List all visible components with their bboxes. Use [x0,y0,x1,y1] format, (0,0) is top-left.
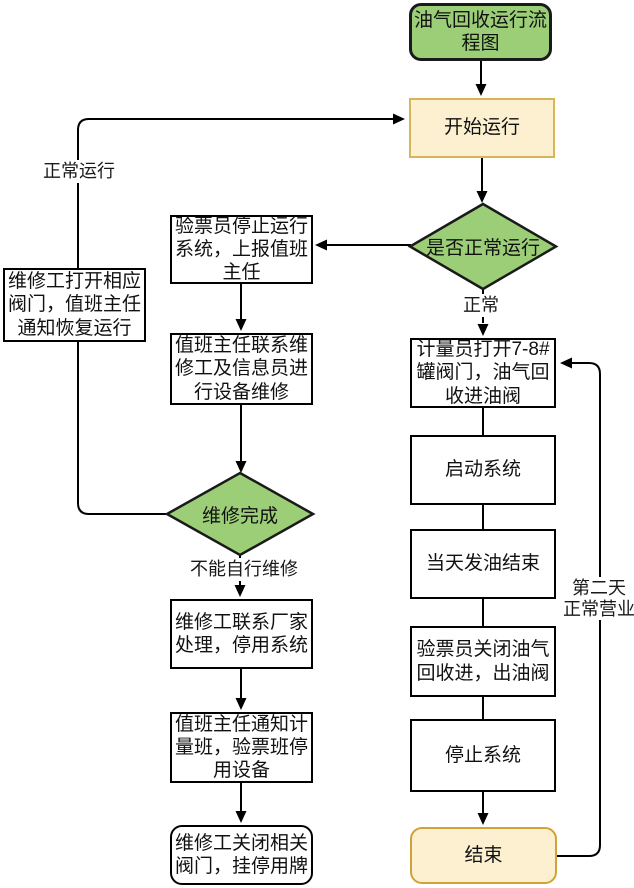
decision-repair-done-label: 维修完成 [201,505,278,527]
node-stop-system: 停止系统 [410,719,556,792]
node-repair-open-valve: 维修工打开相应阀门，值班主任通知恢复运行 [3,268,146,342]
arrowhead-into-repair-close [235,811,247,823]
node-duty-notify-stop: 值班主任通知计量班，验票班停用设备 [170,712,313,783]
edge-label-next-day-line1: 第二天 [572,578,626,598]
node-repair-contact-vendor: 维修工联系厂家处理，停用系统 [170,599,313,669]
edge-label-normal-running: 正常运行 [36,160,122,183]
node-end: 结束 [410,827,557,884]
arrowhead-into-meter-open [477,324,489,336]
node-day-oil-end: 当天发油结束 [410,529,556,599]
edge-label-normal: 正常 [458,294,504,317]
arrowhead-loop-into-meter-open [560,357,572,369]
node-meter-open-valve: 计量员打开7-8#罐阀门，油气回收进油阀 [410,338,556,408]
arrowhead-into-checker-stop [315,239,327,251]
node-start-system: 启动系统 [410,435,556,505]
edge-label-next-day-line2: 正常营业 [563,598,634,619]
arrowhead-into-decision-normal [476,191,488,203]
node-start: 开始运行 [409,98,555,158]
node-checker-close-valve: 验票员关闭油气回收进，出油阀 [410,626,556,697]
decision-repair-done-diamond [164,471,316,557]
arrowhead-into-duty-notify [235,698,247,710]
node-duty-contact-repair: 值班主任联系维修工及信息员进行设备维修 [170,333,313,405]
edge-label-next-day: 第二天 正常营业 [558,577,634,621]
arrowhead-into-start [475,84,487,96]
edge-label-cannot-self-repair: 不能自行维修 [186,558,302,581]
arrowhead-into-duty-contact [235,319,247,331]
decision-normal-diamond [407,202,559,291]
decision-normal-label: 是否正常运行 [425,238,540,259]
arrowhead-into-vendor [234,585,246,597]
arrowhead-loop-into-start [393,113,405,125]
node-repair-close-valve: 维修工关闭相关阀门，挂停用牌 [170,825,313,885]
node-title: 油气回收运行流程图 [409,3,552,61]
arrowhead-into-decision-repair [235,461,247,473]
node-checker-stop: 验票员停止运行系统，上报值班主任 [170,215,313,284]
arrowhead-into-end [477,813,489,825]
